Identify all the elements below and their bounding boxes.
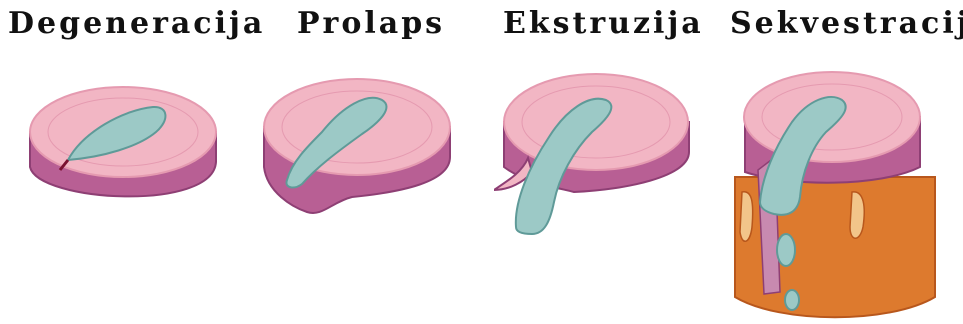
label-degeneracija: Degeneracija (8, 6, 265, 41)
disc-prolapse-illustration (262, 62, 462, 222)
disc-extrusion-illustration (494, 62, 704, 242)
disc-sequestration-illustration (730, 62, 940, 324)
disc-degeneration-illustration (28, 62, 228, 212)
sequestrated-fragment (777, 234, 795, 266)
label-prolaps: Prolaps (297, 6, 445, 41)
label-sekvestracija: Sekvestracija (730, 6, 963, 41)
sequestrated-fragment (785, 290, 799, 310)
label-ekstruzija: Ekstruzija (503, 6, 704, 41)
